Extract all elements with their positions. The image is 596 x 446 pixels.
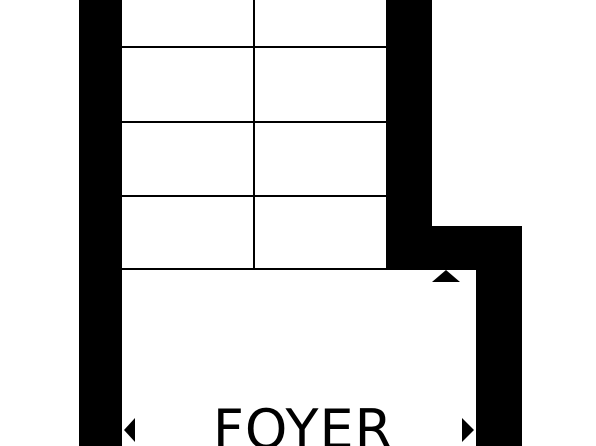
left-wall [79,0,122,446]
level-marker-triangle [432,270,460,282]
dimension-arrow-right [462,418,474,442]
right-wall [476,226,522,446]
stair-right-wall [386,0,432,270]
dimension-arrow-left [124,418,135,442]
room-label: FOYER [213,398,393,446]
